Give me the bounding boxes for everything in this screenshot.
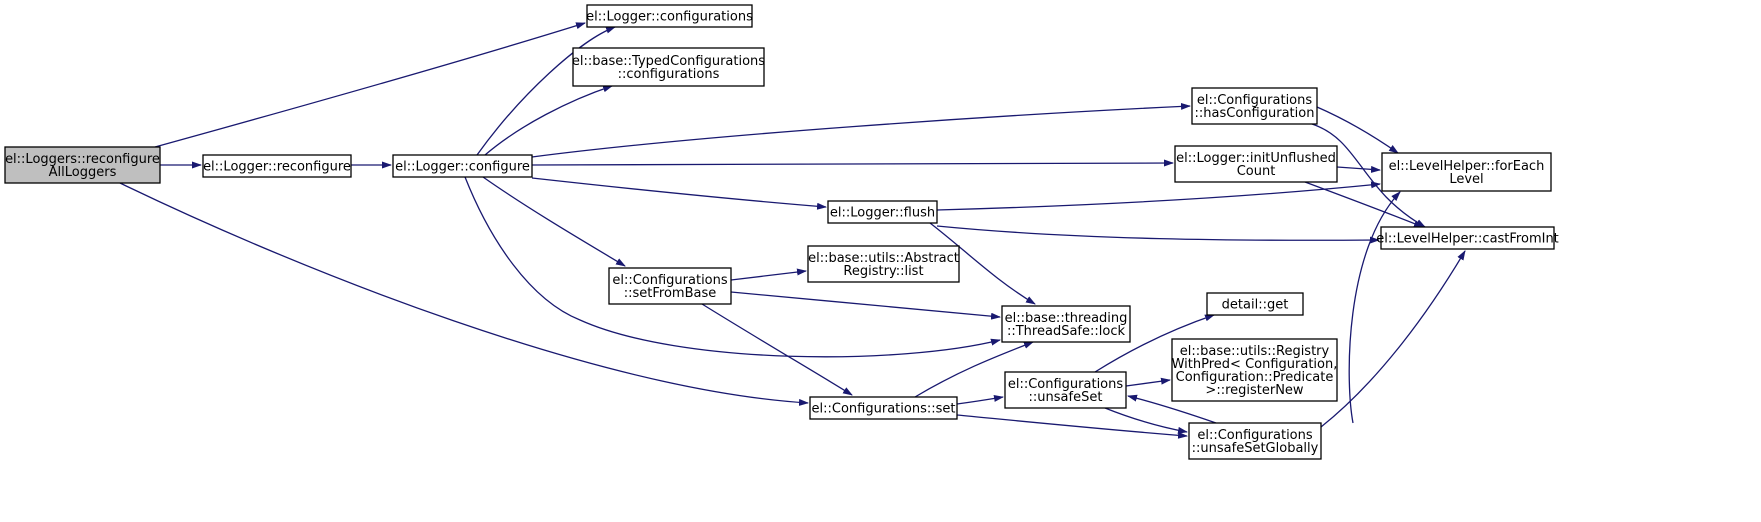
edge-initunflushed-to-castfromint — [1304, 181, 1424, 228]
node-setfrombase[interactable]: el::Configurations::setFromBase — [608, 267, 732, 305]
edge-initunflushed-to-foreachlevel — [1336, 165, 1381, 173]
node-label: ::hasConfiguration — [1195, 106, 1315, 121]
edge-flush-to-castfromint — [936, 225, 1380, 244]
edge-unsafesetglobally-to-castfromint — [1320, 250, 1466, 428]
node-label: el::Configurations — [1197, 93, 1313, 108]
node-label: Count — [1237, 164, 1276, 179]
node-label: el::Logger::flush — [830, 206, 935, 221]
edge-layer — [119, 22, 1466, 439]
node-box — [202, 154, 352, 178]
edge-cset-to-unsafeset — [956, 395, 1004, 405]
node-label: el::Loggers::reconfigure — [5, 152, 160, 167]
edge-lconfigure-to-hasconfig — [531, 102, 1191, 158]
node-label: ::unsafeSet — [1029, 390, 1103, 405]
node-box — [809, 396, 958, 420]
node-box — [1171, 338, 1338, 402]
node-lconfigure[interactable]: el::Logger::configure — [392, 154, 533, 178]
edge-unsafeset-to-registernew — [1125, 377, 1171, 387]
node-lock[interactable]: el::base::threading::ThreadSafe::lock — [1001, 305, 1131, 343]
edge-setfrombase-to-abslist — [730, 268, 807, 281]
node-box — [4, 146, 161, 184]
node-label: ::unsafeSetGlobally — [1192, 441, 1319, 456]
edge-lconfigure-to-initunflushed — [531, 159, 1174, 167]
edge-lconfigure-to-lock — [464, 176, 1001, 358]
node-label: ::ThreadSafe::lock — [1007, 324, 1125, 339]
node-label: AllLoggers — [49, 165, 117, 180]
node-box — [572, 47, 765, 87]
node-label: el::Logger::initUnflushed — [1176, 151, 1336, 166]
node-box — [586, 4, 753, 28]
node-label: el::base::TypedConfigurations — [572, 54, 765, 69]
node-unsafeset[interactable]: el::Configurations::unsafeSet — [1004, 371, 1127, 409]
edge-unsafesetglobally-to-foreachlevel — [1348, 191, 1401, 424]
node-box — [1188, 422, 1322, 460]
node-label: el::Configurations::set — [812, 402, 956, 417]
edge-lconfigure-to-typedconfigs — [484, 85, 613, 156]
node-label: el::base::utils::Abstract — [808, 251, 959, 266]
edge-lconfigure-to-setfrombase — [482, 176, 626, 267]
edge-flush-to-lock — [929, 222, 1036, 305]
node-typedconfigs[interactable]: el::base::TypedConfigurations::configura… — [572, 47, 765, 87]
node-hasconfig[interactable]: el::Configurations::hasConfiguration — [1191, 87, 1318, 125]
edge-cset-to-unsafesetglobally — [956, 414, 1188, 439]
edge-root-to-cset — [119, 182, 809, 406]
node-label: Registry::list — [843, 264, 923, 279]
node-label: el::Configurations — [612, 273, 728, 288]
node-box — [1001, 305, 1131, 343]
node-lconfigs[interactable]: el::Logger::configurations — [586, 4, 753, 28]
node-label: el::Configurations — [1197, 428, 1313, 443]
edge-root-to-lconfigs — [154, 22, 586, 148]
edge-hasconfig-to-foreachlevel — [1316, 106, 1399, 154]
node-label: WithPred< Configuration, — [1172, 357, 1338, 372]
node-box — [1381, 152, 1552, 192]
node-label: el::base::utils::Registry — [1180, 344, 1330, 359]
node-box — [1206, 292, 1304, 316]
edge-flush-to-foreachlevel — [936, 181, 1381, 211]
node-box — [827, 200, 938, 224]
edge-unsafesetglobally-to-unsafeset — [1127, 394, 1217, 424]
node-box — [1004, 371, 1127, 409]
edge-lconfigure-to-lconfigs — [476, 26, 616, 156]
edge-hasconfig-to-castfromint — [1311, 123, 1426, 228]
edge-lconfigure-to-flush — [531, 177, 827, 210]
node-cset[interactable]: el::Configurations::set — [809, 396, 958, 420]
node-lreconfigure[interactable]: el::Logger::reconfigure — [202, 154, 352, 178]
node-flush[interactable]: el::Logger::flush — [827, 200, 938, 224]
node-label: el::Logger::configurations — [586, 10, 753, 25]
edge-cset-to-lock — [914, 341, 1034, 398]
edge-setfrombase-to-lock — [730, 291, 1001, 320]
node-label: Configuration::Predicate — [1176, 370, 1334, 385]
node-box — [1191, 87, 1318, 125]
node-label: Level — [1449, 172, 1483, 187]
node-label: detail::get — [1222, 298, 1289, 313]
node-label: ::configurations — [618, 67, 720, 82]
node-castfromint[interactable]: el::LevelHelper::castFromInt — [1376, 226, 1559, 250]
node-label: ::setFromBase — [624, 286, 717, 301]
node-label: el::base::threading — [1005, 311, 1128, 326]
node-label: el::LevelHelper::castFromInt — [1376, 232, 1559, 247]
node-label: el::Configurations — [1008, 377, 1124, 392]
node-label: el::Logger::reconfigure — [203, 160, 351, 175]
node-box — [392, 154, 533, 178]
node-box — [807, 245, 960, 283]
node-unsafesetglobally[interactable]: el::Configurations::unsafeSetGlobally — [1188, 422, 1322, 460]
edge-unsafeset-to-detailget — [1094, 314, 1215, 373]
edge-unsafeset-to-unsafesetglobally — [1104, 407, 1188, 434]
node-label: el::Logger::configure — [395, 160, 530, 175]
node-label: >::registerNew — [1205, 383, 1304, 398]
edge-setfrombase-to-cset — [701, 303, 853, 396]
node-box — [1174, 145, 1338, 183]
node-label: el::LevelHelper::forEach — [1389, 159, 1545, 174]
node-box — [1380, 226, 1555, 250]
node-box — [608, 267, 732, 305]
node-detailget[interactable]: detail::get — [1206, 292, 1304, 316]
